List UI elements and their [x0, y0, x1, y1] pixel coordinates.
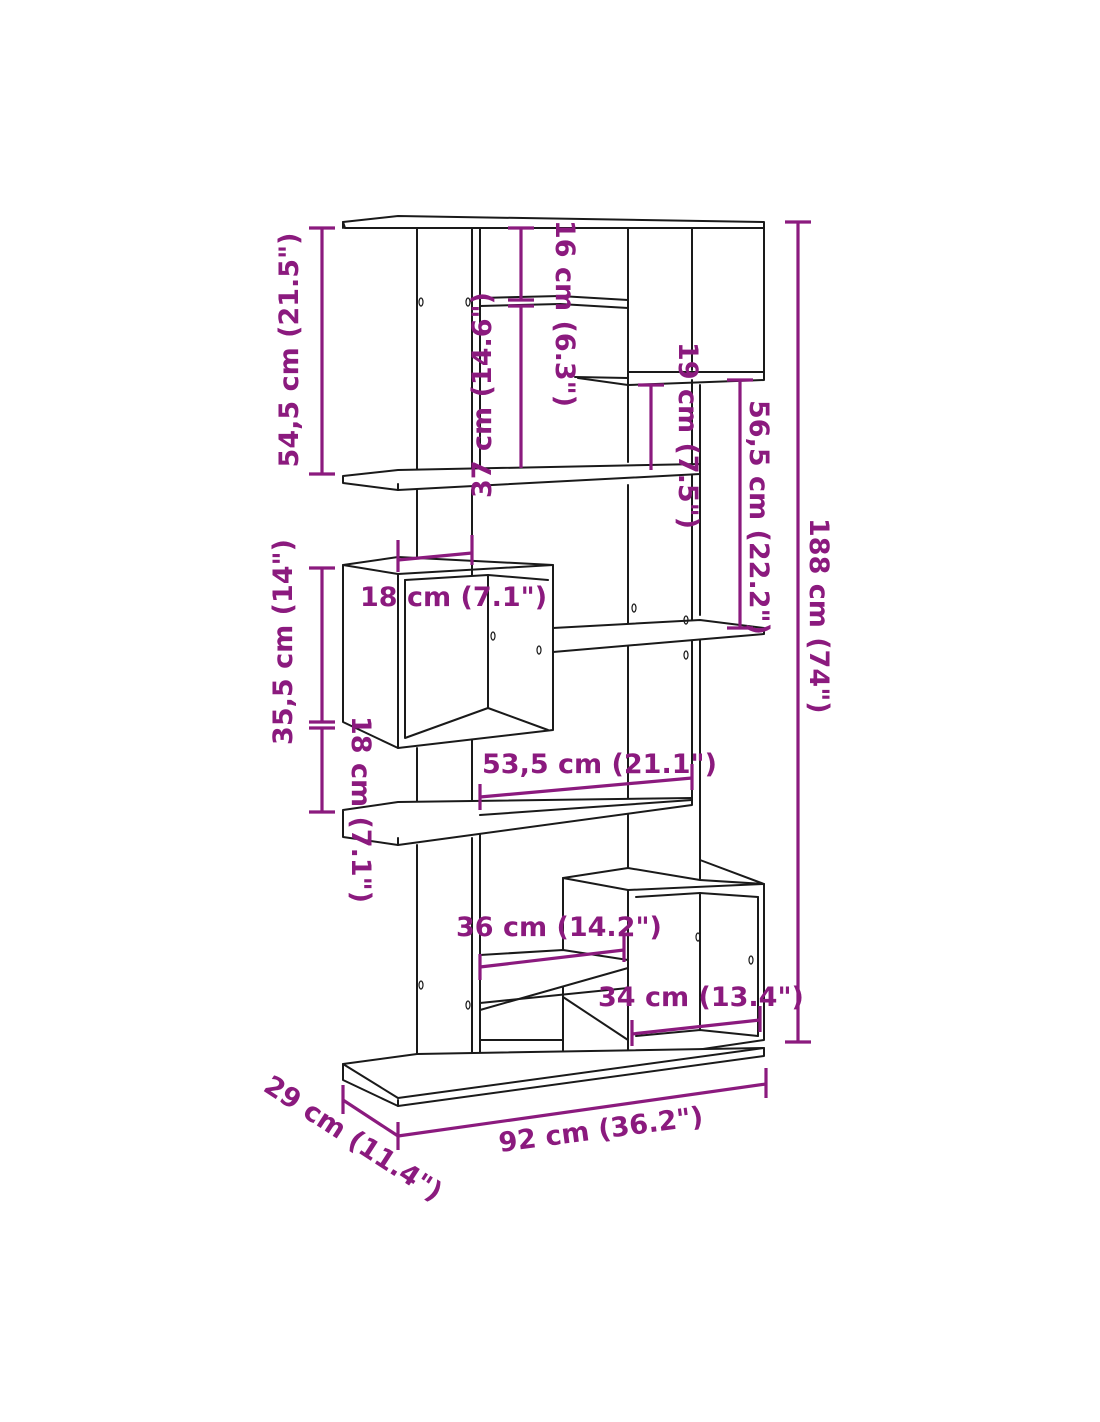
- label-18cm-top: 18 cm (7.1"): [360, 582, 547, 613]
- label-37cm: 37 cm (14.6"): [467, 292, 498, 498]
- dim-line-34: [631, 1018, 761, 1036]
- dim-line-53-5: [479, 776, 693, 799]
- bookcase-drawing: [342, 215, 765, 1107]
- label-54-5cm: 54,5 cm (21.5"): [274, 233, 305, 468]
- dim-line-92: [397, 1082, 767, 1138]
- label-53-5cm: 53,5 cm (21.1"): [482, 749, 717, 780]
- label-36cm: 36 cm (14.2"): [456, 912, 662, 943]
- label-19cm: 19 cm (7.5"): [672, 342, 703, 529]
- dim-line-18-top: [397, 551, 473, 562]
- label-56-5cm: 56,5 cm (22.2"): [743, 400, 774, 635]
- label-16cm: 16 cm (6.3"): [549, 220, 580, 407]
- dim-line-36: [479, 948, 625, 969]
- dimension-lines: [309, 220, 811, 1150]
- label-18cm-left: 18 cm (7.1"): [345, 716, 376, 903]
- mounting-holes: [418, 297, 754, 1010]
- dim-line-29: [342, 1098, 399, 1138]
- label-188cm: 188 cm (74"): [803, 518, 834, 714]
- label-92cm: 92 cm (36.2"): [497, 1101, 705, 1159]
- label-34cm: 34 cm (13.4"): [598, 982, 804, 1013]
- label-35-5cm: 35,5 cm (14"): [268, 539, 299, 745]
